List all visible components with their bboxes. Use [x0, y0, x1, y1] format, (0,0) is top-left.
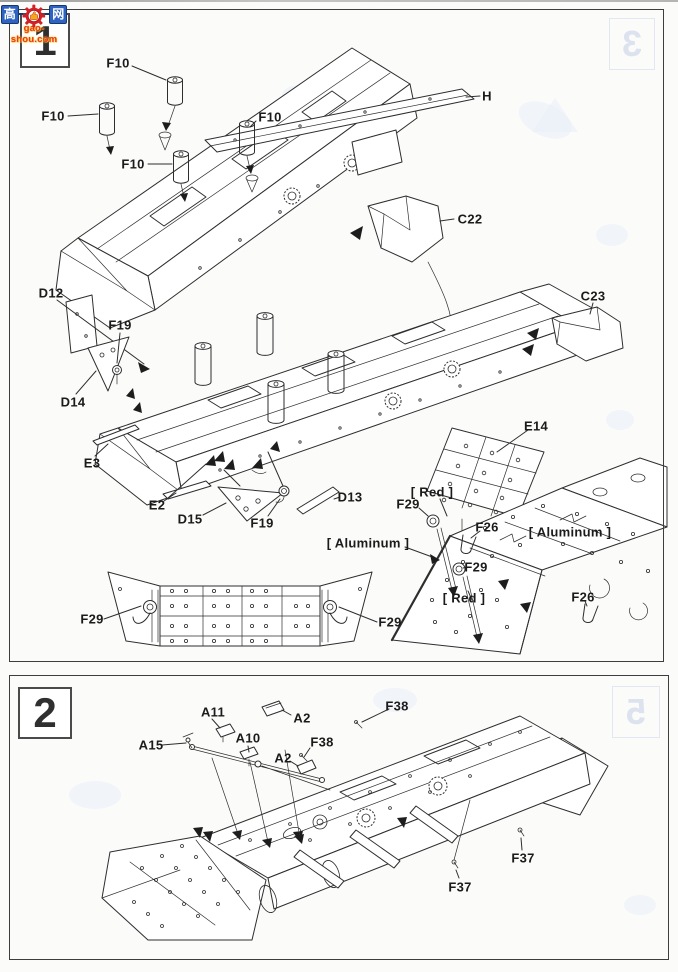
step-2-number: 2	[33, 689, 57, 736]
step1-front-view-drawing	[103, 571, 378, 647]
step2-linkage-drawing	[161, 700, 390, 848]
step-1-number: 1	[33, 16, 57, 64]
step1-small-parts-drawing	[56, 294, 341, 522]
ghost-step-number-3: 3	[609, 18, 655, 70]
step2-f37-pins-drawing	[451, 799, 525, 879]
step1-h-plate-drawing	[204, 88, 481, 176]
logo-char-left: 高	[1, 4, 19, 24]
step-2-number-box: 2	[18, 687, 72, 739]
step2-hull-drawing	[101, 715, 609, 941]
step1-c22-drawing	[350, 195, 455, 337]
logo-gear-thumbsup-icon	[22, 4, 46, 28]
step1-upper-hull-drawing	[55, 47, 418, 329]
step1-e14-plate-drawing	[426, 427, 545, 605]
logo-char-right: 网	[49, 4, 67, 24]
step1-f10-cylinders	[67, 65, 259, 202]
step1-bow-bottom-assembly-drawing	[390, 457, 668, 655]
scan-page-edge	[0, 0, 678, 2]
logo-dash-icon	[44, 12, 50, 16]
ghost-step-number-5: 5	[612, 686, 660, 738]
watermark-site-text: gao-shou.com	[10, 23, 58, 45]
logo-dash-icon	[18, 12, 24, 16]
step1-c23-drawing	[522, 302, 624, 362]
watermark-logo: 高 网 gao-shou.com	[1, 0, 67, 45]
